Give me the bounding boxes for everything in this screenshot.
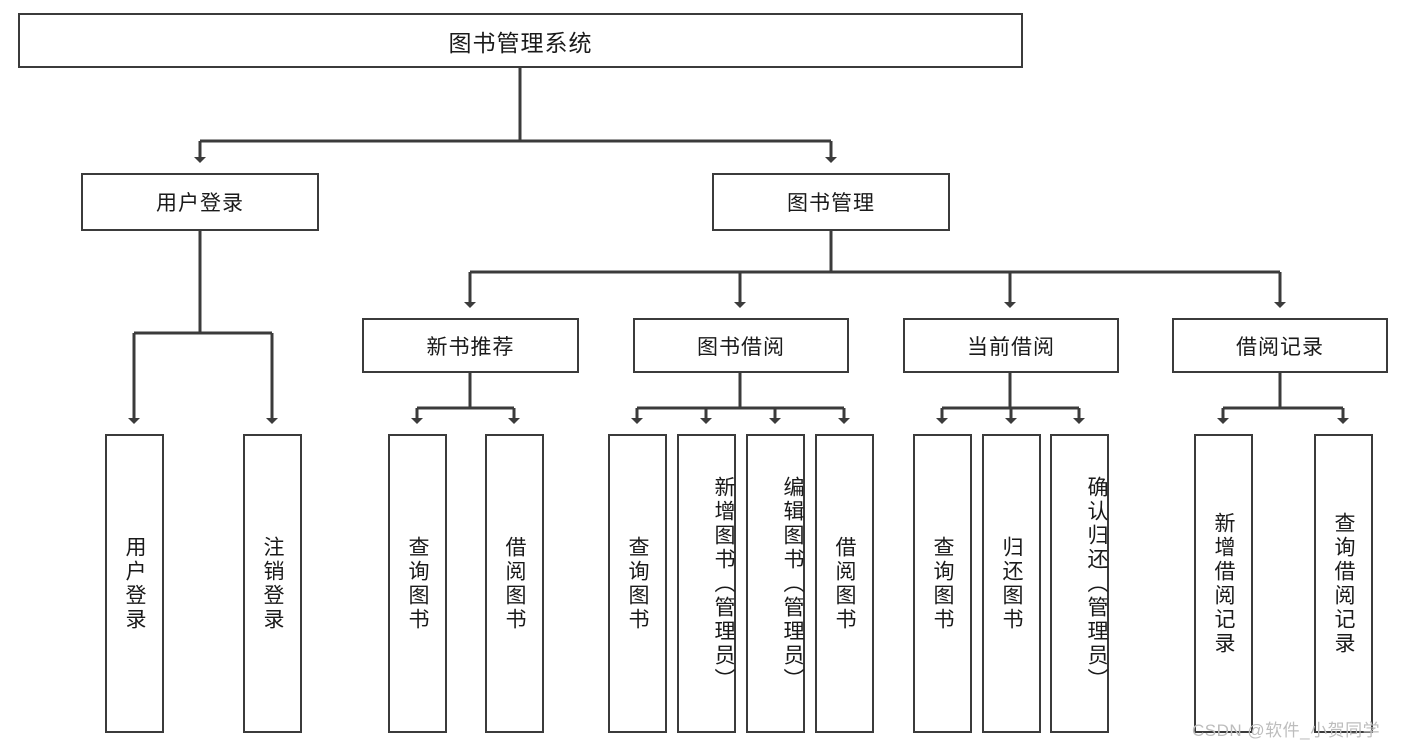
leaf-logout[interactable]: 注销登录 [243, 434, 302, 733]
node-book-manage[interactable]: 图书管理 [712, 173, 950, 231]
leaf-return-book[interactable]: 归还图书 [982, 434, 1041, 733]
leaf-borrow-book-recommend[interactable]: 借阅图书 [485, 434, 544, 733]
leaf-borrow-book[interactable]: 借阅图书 [815, 434, 874, 733]
leaf-confirm-return-admin[interactable]: 确认归还（管理员） [1050, 434, 1109, 733]
node-borrow-record[interactable]: 借阅记录 [1172, 318, 1388, 373]
leaf-query-book-current[interactable]: 查询图书 [913, 434, 972, 733]
node-user-login[interactable]: 用户登录 [81, 173, 319, 231]
leaf-query-book-borrow[interactable]: 查询图书 [608, 434, 667, 733]
node-current-borrow[interactable]: 当前借阅 [903, 318, 1119, 373]
watermark-text: CSDN @软件_小贺同学 [1192, 721, 1381, 740]
leaf-add-book-admin[interactable]: 新增图书（管理员） [677, 434, 736, 733]
node-root[interactable]: 图书管理系统 [18, 13, 1023, 68]
leaf-edit-book-admin[interactable]: 编辑图书（管理员） [746, 434, 805, 733]
node-book-borrow[interactable]: 图书借阅 [633, 318, 849, 373]
node-new-book-recommend[interactable]: 新书推荐 [362, 318, 579, 373]
leaf-user-login[interactable]: 用户登录 [105, 434, 164, 733]
leaf-add-borrow-record[interactable]: 新增借阅记录 [1194, 434, 1253, 733]
leaf-query-book-recommend[interactable]: 查询图书 [388, 434, 447, 733]
leaf-query-borrow-record[interactable]: 查询借阅记录 [1314, 434, 1373, 733]
